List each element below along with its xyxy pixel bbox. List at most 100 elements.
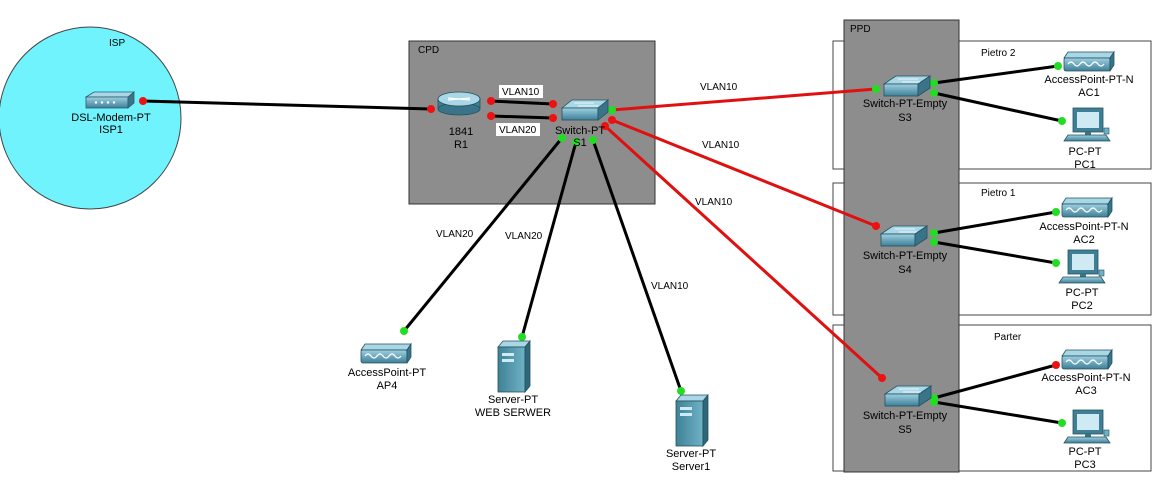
link-label-s1-s4: VLAN10 [702,140,740,151]
parter-region-label: Parter [994,332,1022,343]
port-dot-up [930,89,938,97]
device-s3[interactable]: Switch-PT-Empty S3 [863,75,948,124]
device-type-label: Switch-PT-Empty [863,98,948,110]
device-web-server[interactable]: Server-PT WEB SERWER [475,339,551,419]
port-dot-up [608,106,616,114]
pietro2-region-label: Pietro 2 [981,48,1016,59]
port-dot-up [400,327,408,335]
device-pc3[interactable]: PC-PT PC3 [1063,409,1111,471]
port-dot-up [558,134,566,142]
port-dot-up [930,398,938,406]
link-s5-pc3[interactable] [933,400,1063,425]
device-r1[interactable]: 1841 R1 [437,91,481,151]
port-dot-down [427,105,435,113]
device-name-label: S5 [898,424,911,436]
link-s1-s4[interactable] [611,118,877,228]
device-ac3[interactable]: AccessPoint-PT-N AC3 [1041,348,1131,397]
device-isp1[interactable]: DSL-Modem-PT ISP1 [71,91,151,136]
link-s1-s5[interactable] [603,124,884,380]
link-s1-ap4[interactable] [402,137,564,332]
link-labels: VLAN10 VLAN20 VLAN10 VLAN10 VLAN10 VLAN2… [436,82,740,292]
link-s4-ac2[interactable] [933,210,1057,235]
port-dot-up [572,138,580,146]
link-r1-s1-top[interactable] [490,99,554,106]
links [142,64,1063,425]
device-ac2[interactable]: AccessPoint-PT-N AC2 [1039,196,1129,246]
port-dot-up [677,387,685,395]
device-type-label: AccessPoint-PT-N [1044,74,1133,86]
pc-icon [1063,409,1111,444]
switch-icon [883,385,933,407]
link-label-r1-s1-bottom: VLAN20 [499,125,537,136]
device-type-label: DSL-Modem-PT [71,112,151,124]
router-icon [437,91,481,116]
link-s3-pc1[interactable] [933,91,1063,123]
device-type-label: PC-PT [1069,446,1102,458]
ppd-region-label: PPD [850,24,871,35]
link-s5-ac3[interactable] [933,363,1057,400]
server-icon [497,339,531,394]
isp-region-label: ISP [109,38,125,49]
link-s1-websrv[interactable] [520,141,578,338]
device-type-label: Switch-PT-Empty [863,410,948,422]
access-point-icon [1061,196,1113,219]
isp-region[interactable]: ISP [0,26,182,210]
port-dot-up [872,85,880,93]
link-label-r1-s1-top: VLAN10 [502,87,540,98]
switch-icon [560,99,610,121]
link-s1-s3[interactable] [611,87,877,112]
port-dot-down [487,112,495,120]
device-name-label: PC1 [1074,159,1095,171]
device-name-label: S3 [898,112,911,124]
device-s4[interactable]: Switch-PT-Empty S4 [863,225,948,276]
server-icon [675,393,709,448]
port-dot-down [549,100,557,108]
link-s3-ac1[interactable] [933,64,1059,85]
link-s1-server1[interactable] [591,139,683,392]
port-dot-down [139,97,147,105]
port-dot-down [1052,361,1060,369]
device-pc2[interactable]: PC-PT PC2 [1058,249,1106,312]
access-point-icon [360,342,412,365]
device-name-label: R1 [454,139,468,151]
device-pc1[interactable]: PC-PT PC1 [1063,107,1111,171]
device-type-label: Switch-PT [555,125,605,137]
port-dot-up [930,229,938,237]
device-name-label: S1 [573,137,586,149]
device-type-label: PC-PT [1069,146,1102,158]
device-type-label: 1841 [449,126,473,138]
switch-icon [882,75,932,97]
link-label-bg [499,85,543,98]
device-s1[interactable]: Switch-PT S1 [555,99,610,149]
port-dot-down [601,122,609,130]
device-name-label: AC1 [1078,87,1099,99]
device-ac1[interactable]: AccessPoint-PT-N AC1 [1044,50,1134,99]
device-name-label: ISP1 [99,124,123,136]
pietro1-region-label: Pietro 1 [981,188,1016,199]
port-dot-up [1054,62,1062,70]
link-label-s1-s5: VLAN10 [695,197,733,208]
device-name-label: AC3 [1075,385,1096,397]
device-name-label: WEB SERWER [475,407,551,419]
port-dot-down [608,116,616,124]
device-name-label: PC2 [1071,300,1092,312]
port-dot-up [930,238,938,246]
link-isp1-r1[interactable] [142,99,432,111]
device-name-label: Server1 [672,461,711,473]
device-ap4[interactable]: AccessPoint-PT AP4 [348,342,427,392]
device-server1[interactable]: Server-PT Server1 [666,393,716,473]
port-dot-down [872,222,880,230]
access-point-icon [1063,50,1115,73]
dsl-modem-icon [84,91,136,109]
access-point-icon [1061,348,1113,371]
device-s5[interactable]: Switch-PT-Empty S5 [863,385,948,436]
port-dot-up [1052,259,1060,267]
link-label-s1-server1: VLAN10 [651,281,689,292]
device-type-label: Server-PT [488,394,538,406]
link-r1-s1-bottom[interactable] [490,114,554,120]
link-s4-pc2[interactable] [933,240,1057,265]
port-dot-down [549,114,557,122]
device-type-label: PC-PT [1066,287,1099,299]
pc-icon [1058,249,1106,284]
